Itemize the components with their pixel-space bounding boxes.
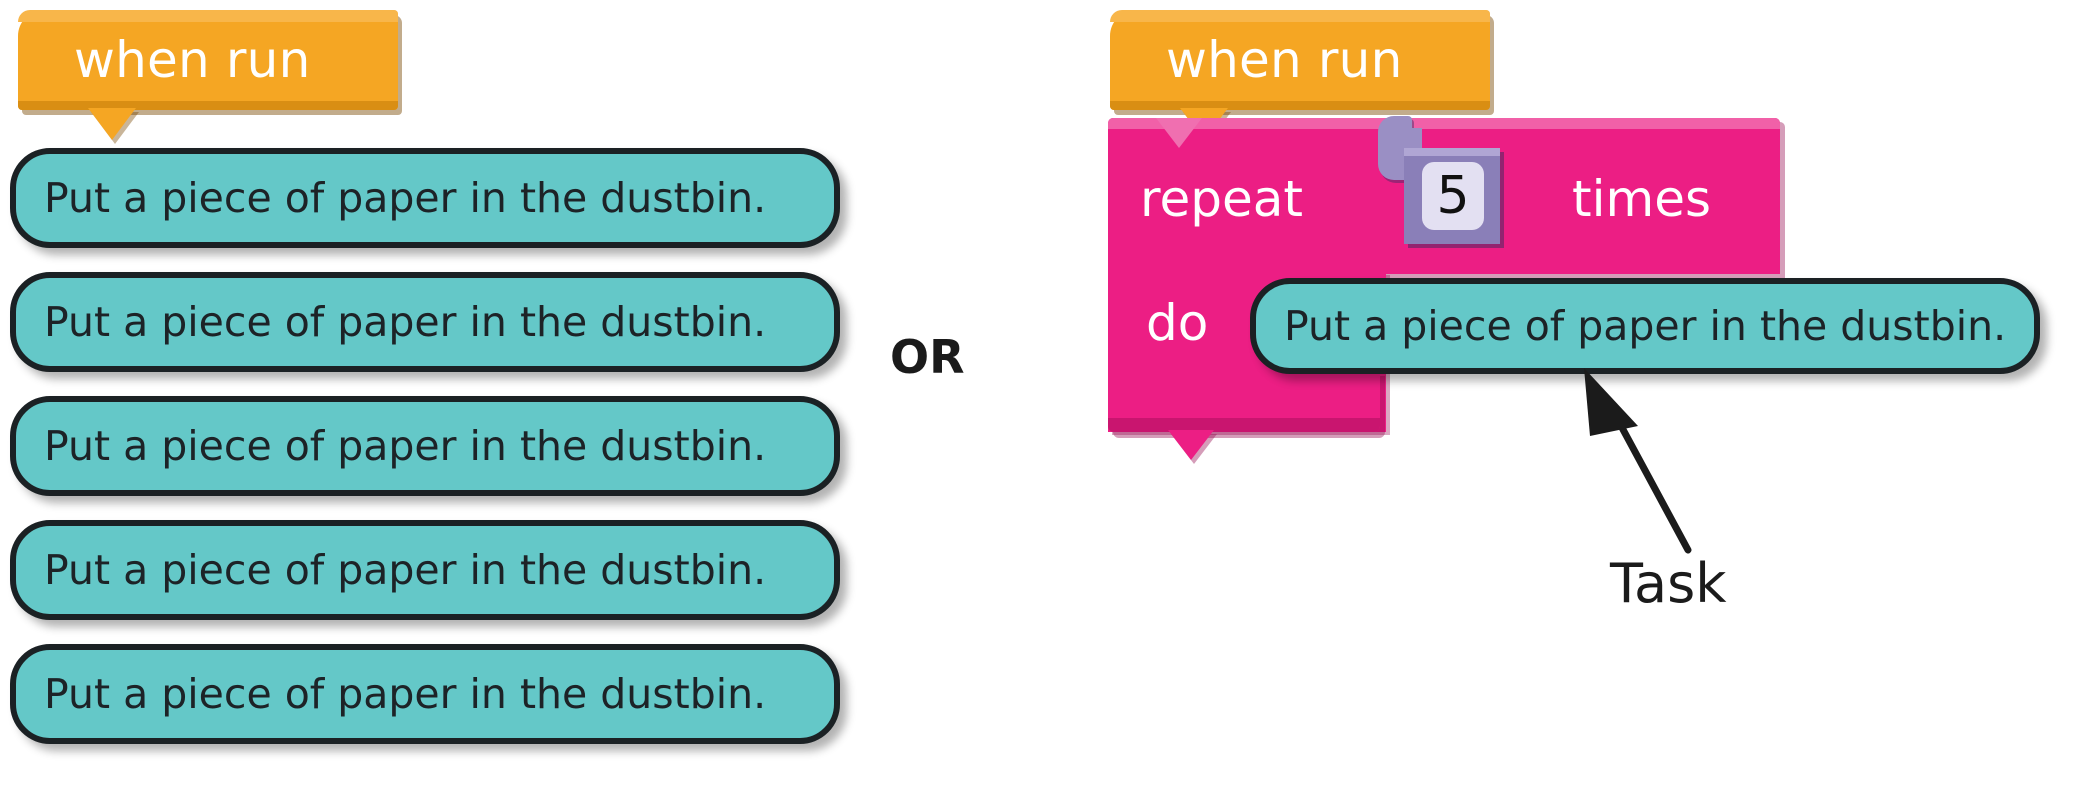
- task-block-5[interactable]: Put a piece of paper in the dustbin.: [10, 644, 840, 744]
- nested-task-block-label: Put a piece of paper in the dustbin.: [1284, 302, 2007, 350]
- hat-label: when run: [74, 31, 311, 89]
- hat-shade: [1110, 101, 1490, 110]
- nested-task-block[interactable]: Put a piece of paper in the dustbin.: [1250, 278, 2040, 374]
- task-annotation-label: Task: [1610, 552, 1727, 615]
- left-hat-block-when-run[interactable]: when run: [18, 10, 398, 140]
- repeat-do-label: do: [1146, 294, 1209, 352]
- hat-label: when run: [1166, 31, 1403, 89]
- value-body-gloss: [1404, 148, 1500, 156]
- hat-bottom-notch-icon: [88, 108, 136, 140]
- or-separator-label: OR: [890, 330, 965, 384]
- repeat-bottom-notch-icon: [1168, 430, 1214, 460]
- repeat-top-notch-icon: [1156, 118, 1202, 148]
- task-block-label: Put a piece of paper in the dustbin.: [44, 670, 767, 718]
- repeat-count-value: 5: [1436, 166, 1470, 226]
- task-block-4[interactable]: Put a piece of paper in the dustbin.: [10, 520, 840, 620]
- hat-shade: [18, 101, 398, 110]
- task-block-1[interactable]: Put a piece of paper in the dustbin.: [10, 148, 840, 248]
- task-block-label: Put a piece of paper in the dustbin.: [44, 422, 767, 470]
- task-block-label: Put a piece of paper in the dustbin.: [44, 298, 767, 346]
- repeat-count-input[interactable]: 5: [1422, 162, 1484, 230]
- task-block-label: Put a piece of paper in the dustbin.: [44, 546, 767, 594]
- repeat-header-gloss: [1108, 118, 1780, 129]
- hat-gloss: [18, 10, 398, 22]
- hat-gloss: [1110, 10, 1490, 22]
- task-annotation-arrow-icon: [1584, 368, 1692, 554]
- repeat-bottom-shade: [1108, 418, 1380, 432]
- task-block-2[interactable]: Put a piece of paper in the dustbin.: [10, 272, 840, 372]
- task-block-3[interactable]: Put a piece of paper in the dustbin.: [10, 396, 840, 496]
- hat-body: [18, 10, 398, 110]
- hat-body: [1110, 10, 1490, 110]
- right-hat-block-when-run[interactable]: when run: [1110, 10, 1490, 140]
- repeat-keyword-label: repeat: [1140, 170, 1303, 228]
- task-block-label: Put a piece of paper in the dustbin.: [44, 174, 767, 222]
- repeat-unit-label: times: [1572, 170, 1712, 228]
